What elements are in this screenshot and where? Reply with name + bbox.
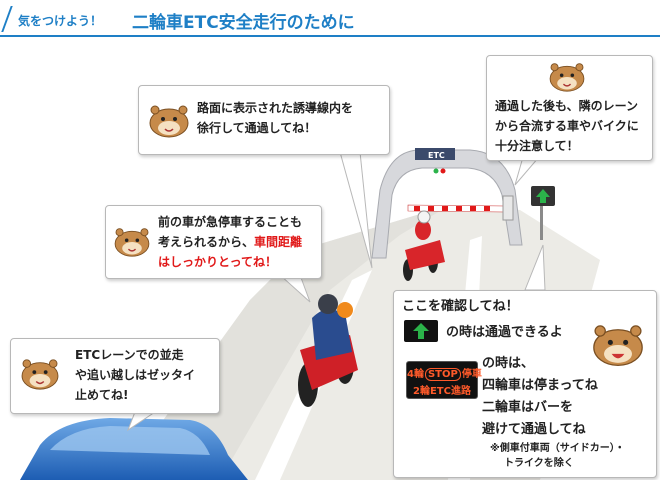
stop-sign-stop: STOP: [424, 368, 461, 381]
bubble-overtake-line-3: 止めてね!: [75, 388, 129, 402]
header-underline: [0, 35, 660, 37]
mascot-face-icon: [549, 63, 585, 92]
gate-light-red: [440, 168, 446, 174]
bubble-no-overtaking: ETCレーンでの並走 や追い越しはゼッタイ 止めてね!: [10, 338, 220, 414]
etc-gate-arch: [371, 149, 523, 259]
stop-sign-4wheel: 4輪: [407, 369, 424, 380]
mascot-face-icon: [21, 359, 59, 390]
bubble-merge-line-2: から合流する車やバイクに: [495, 119, 639, 133]
confirm-stop-line-2: 四輪車は停まってね: [482, 378, 598, 393]
signal-arrow: [536, 189, 550, 203]
bubble-following-distance: 前の車が急停車することも 考えられるから、車間距離 はしっかりとってね！: [105, 205, 322, 279]
car-windshield: [50, 426, 210, 455]
red-motorcycle: [403, 210, 445, 281]
confirm-note-line-1: ※側車付車両（サイドカー）・: [490, 443, 625, 454]
confirm-note-line-2: トライクを除く: [504, 458, 574, 469]
mascot-face-icon: [593, 325, 643, 366]
confirm-stop-line-3: 二輪車はバーを: [482, 400, 574, 415]
signal-post: [540, 190, 543, 240]
bubble-merge-line-1: 通過した後も、隣のレーン: [495, 99, 639, 113]
header-subtitle: 気をつけよう！: [18, 14, 103, 28]
mascot-face-icon: [114, 228, 150, 257]
bubble-guide-line-2: 徐行して通過してね！: [197, 121, 317, 135]
page-header: 気をつけよう！ 二輪車ETC安全走行のために: [0, 0, 660, 37]
bubble-distance-line-3: はしっかりとってね！: [158, 255, 278, 269]
bar-post: [502, 195, 514, 221]
blue-motorcycle: [298, 294, 358, 407]
confirm-pass-text: の時は通過できるよ: [446, 325, 563, 340]
bubble-overtake-line-2: や追い越しはゼッタイ: [75, 368, 196, 382]
etc-bar-stripes: [414, 206, 490, 211]
bubble-merge-caution: 通過した後も、隣のレーン から合流する車やバイクに 十分注意して！: [486, 55, 653, 161]
etc-gate-panel: [415, 148, 455, 160]
bubble-guide-line-1: 路面に表示された誘導線内を: [197, 101, 354, 115]
bubble-guide-line: 路面に表示された誘導線内を 徐行して通過してね！: [138, 85, 390, 155]
gate-light-green: [433, 168, 439, 174]
stop-sign-line-2: 2輪ETC進路: [413, 386, 471, 397]
etc-gate-label: ETC: [428, 151, 445, 160]
bubble-distance-line-2: 考えられるから、車間距離: [158, 232, 302, 252]
confirm-stop-line-4: 避けて通過してね: [482, 422, 586, 437]
page-title: 二輪車ETC安全走行のために: [132, 13, 355, 33]
bubble-overtake-line-1: ETCレーンでの並走: [75, 348, 184, 362]
confirm-stop-line-1: の時は、: [482, 356, 535, 371]
bubble-distance-line-1: 前の車が急停車することも: [158, 215, 303, 229]
bubble-distance-line-2-text: 考えられるから、: [158, 235, 255, 249]
green-arrow-sign: [404, 320, 438, 342]
stop-sign-halt: 停車: [461, 369, 482, 380]
confirm-title: ここを確認してね！: [402, 299, 519, 314]
bubble-merge-line-3: 十分注意して！: [495, 139, 579, 153]
green-up-arrow-icon: [413, 323, 429, 339]
mascot-face-icon: [149, 105, 189, 138]
bubble-distance-keyword: 車間距離: [254, 235, 303, 249]
